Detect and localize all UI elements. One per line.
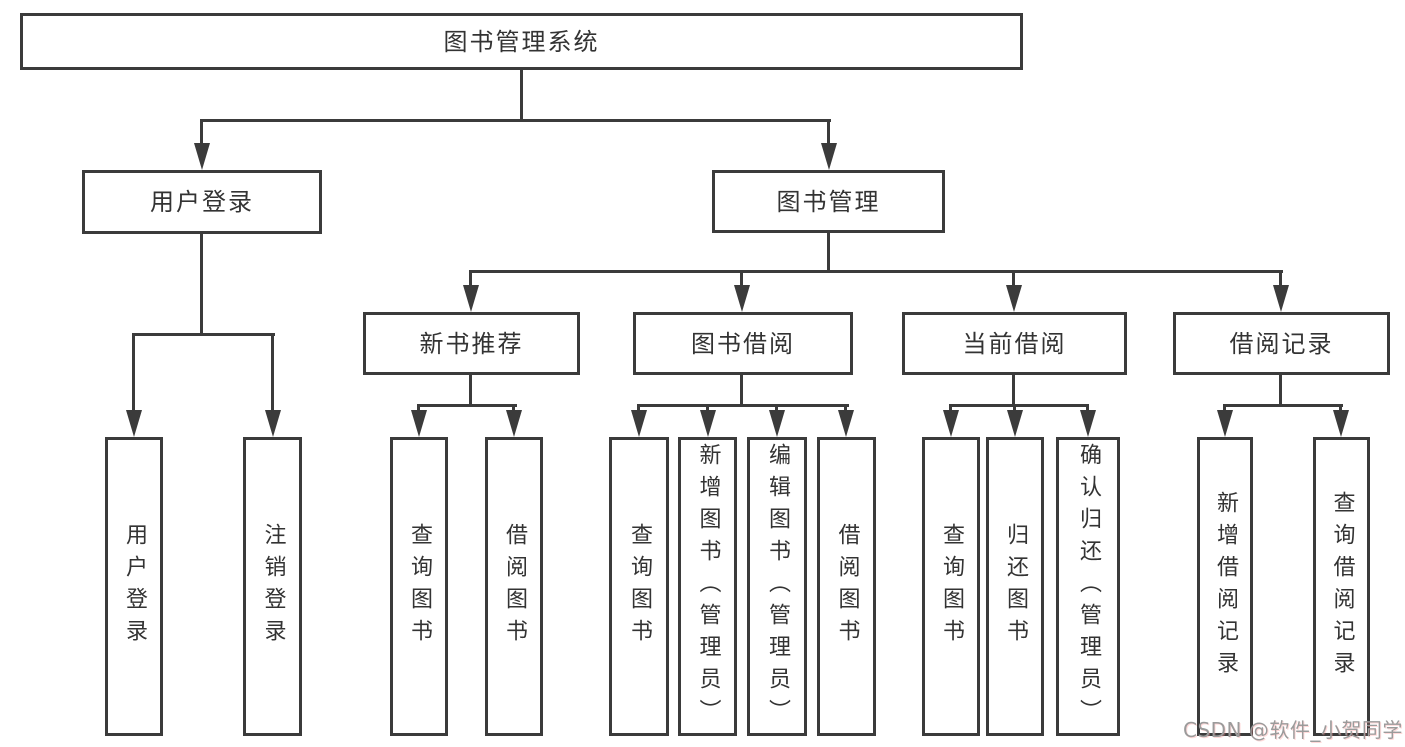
connector-line xyxy=(775,406,778,413)
arrow-down-icon xyxy=(463,285,479,312)
connector-line xyxy=(200,119,203,146)
connector-line xyxy=(132,334,135,412)
connector-line xyxy=(512,406,515,413)
arrow-down-icon xyxy=(1007,410,1023,437)
leaf-add-borrowing-record: 新增借阅记录 xyxy=(1197,437,1253,736)
connector-line xyxy=(469,272,472,287)
connector-line xyxy=(417,404,517,407)
connector-line xyxy=(827,233,830,273)
connector-line xyxy=(201,119,831,122)
connector-line xyxy=(949,406,952,413)
arrow-down-icon xyxy=(838,410,854,437)
connector-line xyxy=(1279,272,1282,287)
arrow-down-icon xyxy=(411,410,427,437)
connector-line xyxy=(1012,375,1015,407)
connector-line xyxy=(844,406,847,413)
leaf-confirm-return-admin: 确认归还（管理员） xyxy=(1056,437,1120,736)
connector-line xyxy=(469,375,472,407)
connector-line xyxy=(949,404,1089,407)
connector-line xyxy=(1012,272,1015,287)
connector-line xyxy=(520,70,523,120)
node-borrowing-records: 借阅记录 xyxy=(1173,312,1390,375)
arrow-down-icon xyxy=(265,410,281,437)
connector-line xyxy=(637,406,640,413)
arrow-down-icon xyxy=(769,410,785,437)
connector-line xyxy=(740,375,743,407)
connector-line xyxy=(1339,406,1342,413)
connector-line xyxy=(469,270,1283,273)
arrow-down-icon xyxy=(631,410,647,437)
csdn-watermark: CSDN @软件_小贺同学 xyxy=(1183,718,1403,742)
connector-line xyxy=(637,404,849,407)
node-user-login: 用户登录 xyxy=(82,170,322,234)
connector-line xyxy=(200,234,203,335)
leaf-logout: 注销登录 xyxy=(243,437,302,736)
leaf-user-login: 用户登录 xyxy=(105,437,163,736)
arrow-down-icon xyxy=(126,410,142,437)
connector-line xyxy=(132,333,275,336)
arrow-down-icon xyxy=(1333,410,1349,437)
arrow-down-icon xyxy=(943,410,959,437)
arrow-down-icon xyxy=(700,410,716,437)
connector-line xyxy=(740,272,743,287)
leaf-borrow-books: 借阅图书 xyxy=(817,437,876,736)
arrow-down-icon xyxy=(1006,285,1022,312)
connector-line xyxy=(271,334,274,412)
connector-line xyxy=(1223,406,1226,413)
connector-line xyxy=(1279,375,1282,407)
node-new-book-recommendation: 新书推荐 xyxy=(363,312,580,375)
connector-line xyxy=(1086,406,1089,413)
leaf-add-books-admin: 新增图书（管理员） xyxy=(678,437,737,736)
leaf-edit-books-admin: 编辑图书（管理员） xyxy=(747,437,807,736)
leaf-query-borrowing-record: 查询借阅记录 xyxy=(1313,437,1370,736)
node-library-management-system: 图书管理系统 xyxy=(20,13,1023,70)
arrow-down-icon xyxy=(1080,410,1096,437)
connector-line xyxy=(827,119,830,146)
leaf-query-books-recommend: 查询图书 xyxy=(390,437,448,736)
connector-line xyxy=(706,406,709,413)
arrow-down-icon xyxy=(194,143,210,170)
arrow-down-icon xyxy=(1273,285,1289,312)
leaf-query-books-borrowing: 查询图书 xyxy=(609,437,669,736)
arrow-down-icon xyxy=(506,410,522,437)
connector-line xyxy=(417,406,420,413)
leaf-return-books: 归还图书 xyxy=(986,437,1044,736)
node-book-borrowing: 图书借阅 xyxy=(633,312,853,375)
connector-line xyxy=(1223,404,1343,407)
node-current-borrowing: 当前借阅 xyxy=(902,312,1127,375)
leaf-query-books-current: 查询图书 xyxy=(922,437,980,736)
arrow-down-icon xyxy=(821,143,837,170)
arrow-down-icon xyxy=(734,285,750,312)
connector-line xyxy=(1013,406,1016,413)
arrow-down-icon xyxy=(1217,410,1233,437)
leaf-borrow-books-recommend: 借阅图书 xyxy=(485,437,543,736)
node-book-management: 图书管理 xyxy=(712,170,945,233)
